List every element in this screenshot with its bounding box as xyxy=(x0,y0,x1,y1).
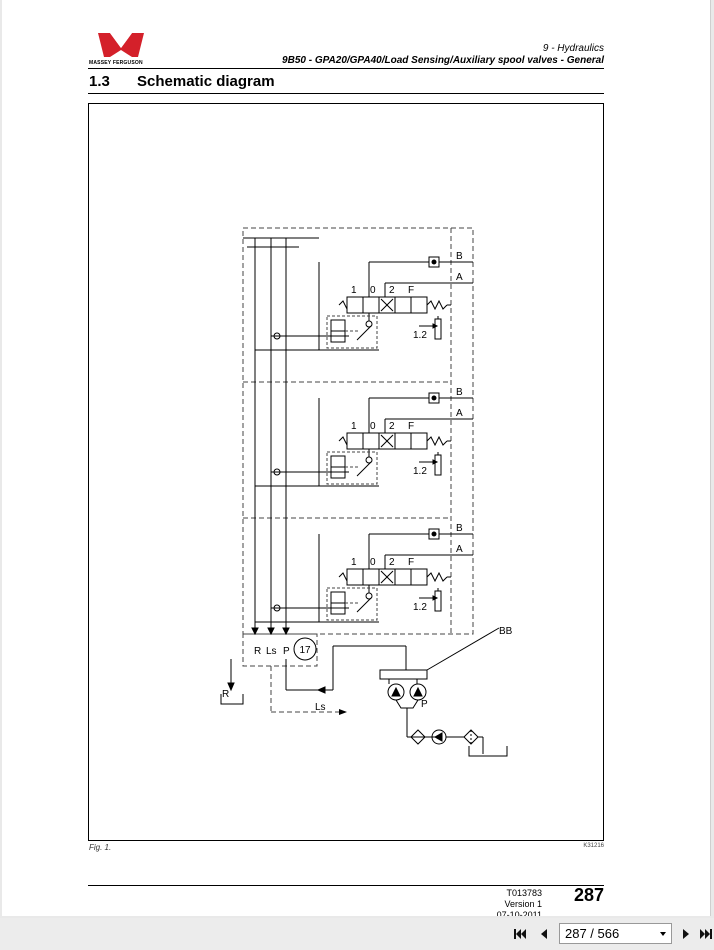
label-p: P xyxy=(283,646,290,657)
label-r-tank: R xyxy=(222,689,229,700)
label-pos-1: 1 xyxy=(351,285,357,296)
label-bb: BB xyxy=(499,626,513,637)
doc-version: Version 1 xyxy=(504,899,542,909)
next-page-button[interactable] xyxy=(678,926,694,942)
header-rule xyxy=(88,68,604,69)
section-rule xyxy=(88,93,604,94)
label-pos-1: 1 xyxy=(351,557,357,568)
label-pos-2: 2 xyxy=(389,421,395,432)
label-detent: 1.2 xyxy=(413,466,427,477)
label-pos-2: 2 xyxy=(389,285,395,296)
label-port-a: A xyxy=(456,272,463,283)
label-ref-17: 17 xyxy=(299,645,311,656)
label-pos-0: 0 xyxy=(370,557,376,568)
triangle-left-icon xyxy=(541,929,547,939)
skip-first-icon xyxy=(514,929,526,939)
figure-caption: Fig. 1. xyxy=(89,843,112,852)
doc-code: T013783 xyxy=(506,888,542,898)
doc-date: 07-10-2011 xyxy=(496,910,542,916)
page-number: 287 xyxy=(573,885,604,905)
massey-ferguson-logo xyxy=(98,33,144,57)
label-pos-0: 0 xyxy=(370,285,376,296)
section-reference: 9 - Hydraulics xyxy=(542,43,604,54)
label-pump-p: P xyxy=(421,699,428,710)
section-number: 1.3 xyxy=(89,73,110,90)
chevron-down-icon xyxy=(660,932,666,936)
last-page-button[interactable] xyxy=(698,926,714,942)
footer-rule xyxy=(88,885,604,886)
label-port-a: A xyxy=(456,408,463,419)
label-ls-line: Ls xyxy=(315,702,326,713)
hydraulic-schematic: B A 1 0 2 F 1.2 xyxy=(220,227,513,757)
label-detent: 1.2 xyxy=(413,330,427,341)
label-pos-0: 0 xyxy=(370,421,376,432)
brand-name: MASSEY FERGUSON xyxy=(89,60,143,66)
label-pos-2: 2 xyxy=(389,557,395,568)
label-pos-f: F xyxy=(408,557,414,568)
label-pos-f: F xyxy=(408,285,414,296)
label-ls: Ls xyxy=(266,646,277,657)
label-port-b: B xyxy=(456,523,463,534)
figure-frame: B A 1 0 2 F 1.2 xyxy=(88,103,604,841)
document-title: 9B50 - GPA20/GPA40/Load Sensing/Auxiliar… xyxy=(282,55,604,66)
label-detent: 1.2 xyxy=(413,602,427,613)
label-pos-f: F xyxy=(408,421,414,432)
label-port-b: B xyxy=(456,251,463,262)
label-port-a: A xyxy=(456,544,463,555)
triangle-right-icon xyxy=(683,929,689,939)
section-title: Schematic diagram xyxy=(137,73,275,90)
footer-meta: T013783 Version 1 07-10-2011 xyxy=(472,888,542,916)
label-pos-1: 1 xyxy=(351,421,357,432)
label-r: R xyxy=(254,646,261,657)
figure-id: K31216 xyxy=(583,843,604,849)
skip-last-icon xyxy=(700,929,712,939)
label-port-b: B xyxy=(456,387,463,398)
document-page: MASSEY FERGUSON 9 - Hydraulics 9B50 - GP… xyxy=(2,0,711,916)
page-indicator: 287 / 566 xyxy=(565,926,620,941)
first-page-button[interactable] xyxy=(512,926,528,942)
page-select[interactable]: 287 / 566 xyxy=(559,923,672,944)
previous-page-button[interactable] xyxy=(536,926,552,942)
